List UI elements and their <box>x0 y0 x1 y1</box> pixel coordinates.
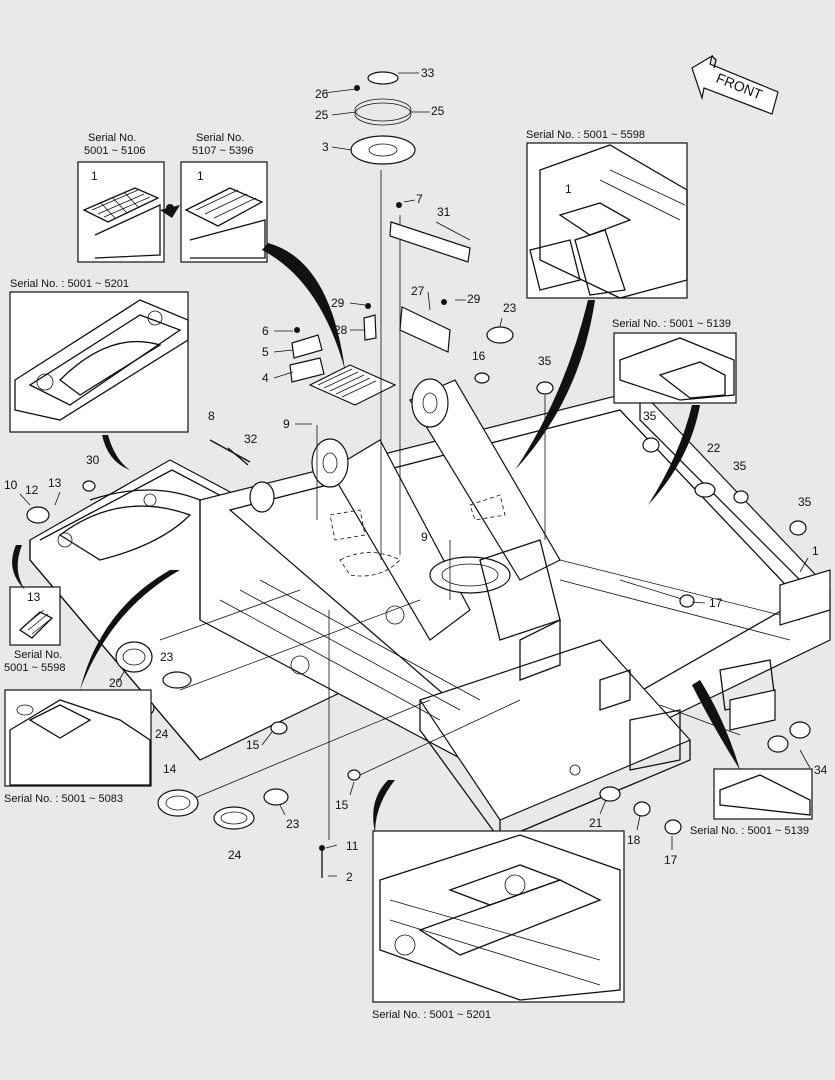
leader-lines <box>19 72 811 877</box>
part-label: 35 <box>798 495 812 509</box>
part-label: 32 <box>244 432 258 446</box>
part-label: 26 <box>315 87 329 101</box>
part-label: 1 <box>565 182 572 196</box>
part-number-labels: 33 26 25 25 3 7 31 27 29 29 28 23 6 5 4 … <box>4 66 828 884</box>
caption-5001-5201-left: Serial No. : 5001 ~ 5201 <box>10 278 129 290</box>
inset-step-5107-5396 <box>180 161 268 263</box>
part-label: 18 <box>627 833 641 847</box>
inset-5001-5598-top <box>526 142 688 299</box>
part-label: 35 <box>538 354 552 368</box>
inset-5001-5201-left <box>9 291 189 433</box>
explode-lines <box>159 170 741 840</box>
part-label: 3 <box>322 140 329 154</box>
caption-5001-5201-bottom: Serial No. : 5001 ~ 5201 <box>372 1009 491 1021</box>
part-label: 2 <box>346 870 353 884</box>
part-label: 6 <box>262 324 269 338</box>
part-label: 10 <box>4 478 18 492</box>
part-label: 17 <box>664 853 678 867</box>
part-label: 35 <box>643 409 657 423</box>
part-label: 12 <box>25 483 39 497</box>
caption-5001-5598-left-line2: 5001 ~ 5598 <box>4 662 65 674</box>
part-label: 30 <box>86 453 100 467</box>
part-label: 14 <box>163 762 177 776</box>
part-label: 27 <box>411 284 425 298</box>
part-label: 17 <box>709 596 723 610</box>
part-label: 7 <box>416 192 423 206</box>
part-label: 29 <box>467 292 481 306</box>
part-label: 13 <box>48 476 62 490</box>
part-label: 15 <box>246 738 260 752</box>
part-label: 24 <box>228 848 242 862</box>
inset-5001-5598-left <box>9 586 61 646</box>
part-label: 33 <box>421 66 435 80</box>
part-label: 23 <box>160 650 174 664</box>
part-label: 21 <box>589 816 603 830</box>
part-label: 28 <box>334 323 348 337</box>
caption-5001-5106-line1: Serial No. <box>88 132 136 144</box>
serial-captions: Serial No. 5001 ~ 5106 Serial No. 5107 ~… <box>4 129 809 1021</box>
upper-frame-assembly <box>29 364 831 842</box>
part-label: 1 <box>197 169 204 183</box>
part-label: 24 <box>155 727 169 741</box>
part-label: 35 <box>733 459 747 473</box>
part-label: 1 <box>812 544 819 558</box>
caption-5001-5139-bottom: Serial No. : 5001 ~ 5139 <box>690 825 809 837</box>
inset-5001-5083 <box>4 689 152 787</box>
part-label: 9 <box>421 530 428 544</box>
part-label: 16 <box>472 349 486 363</box>
caption-5001-5598-top: Serial No. : 5001 ~ 5598 <box>526 129 645 141</box>
inset-5001-5139-bottom <box>713 768 813 820</box>
front-arrow-icon <box>691 54 779 115</box>
grommets <box>26 326 811 878</box>
part-label: 34 <box>814 763 828 777</box>
part-label: 5 <box>262 345 269 359</box>
part-label: 9 <box>283 417 290 431</box>
part-label: 15 <box>335 798 349 812</box>
caption-5001-5598-left-line1: Serial No. <box>14 649 62 661</box>
part-label: 25 <box>315 108 329 122</box>
part-label: 4 <box>262 371 269 385</box>
part-label: 23 <box>286 817 300 831</box>
part-label: 13 <box>27 590 41 604</box>
inset-step-5001-5106 <box>77 161 174 263</box>
caption-5107-5396-line1: Serial No. <box>196 132 244 144</box>
part-label: 31 <box>437 205 451 219</box>
part-label: 23 <box>503 301 517 315</box>
caption-5001-5083: Serial No. : 5001 ~ 5083 <box>4 793 123 805</box>
part-label: 8 <box>208 409 215 423</box>
inset-5001-5201-bottom <box>372 830 625 1003</box>
caption-5001-5106-line2: 5001 ~ 5106 <box>84 145 145 157</box>
part-label: 1 <box>91 169 98 183</box>
part-label: 25 <box>431 104 445 118</box>
part-label: 11 <box>346 839 359 853</box>
inset-5001-5139-right <box>613 332 737 404</box>
bearing-seal-stack <box>289 71 471 383</box>
caption-5107-5396-line2: 5107 ~ 5396 <box>192 145 253 157</box>
callout-sweeps <box>12 205 740 833</box>
caption-5001-5139-right: Serial No. : 5001 ~ 5139 <box>612 318 731 330</box>
part-label: 29 <box>331 296 345 310</box>
part-label: 22 <box>707 441 721 455</box>
